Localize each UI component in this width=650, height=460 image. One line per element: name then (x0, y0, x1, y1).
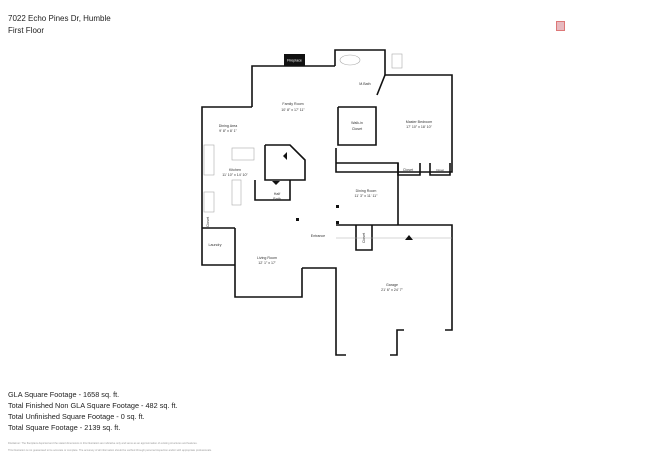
gla-footage: GLA Square Footage - 1658 sq. ft. (8, 390, 120, 399)
fireplace-label: Fireplace (287, 59, 302, 63)
master-bedroom-dim: 17' 10" x 18' 10" (406, 125, 432, 129)
master-bedroom-label: Master Bedroom (406, 120, 433, 124)
disclaimer-line: This illustration is not guaranteed to b… (8, 449, 212, 452)
fireplace (284, 54, 305, 66)
garage-label: Garage (386, 283, 398, 287)
closet-label: Closet (436, 168, 444, 172)
closet-label: Closet (403, 168, 413, 172)
half-bath-label: Half (274, 192, 280, 196)
entrance-label: Entrance (311, 234, 325, 238)
total-footage: Total Square Footage - 2139 sq. ft. (8, 423, 121, 432)
half-bath-label-2: Bath (273, 197, 280, 201)
dining-room-label: Dining Room (356, 189, 377, 193)
dining-area-label: Dining Area (219, 124, 238, 128)
closet-label: Closet (206, 217, 210, 227)
walls (201, 49, 453, 356)
dining-room-dim: 11' 3" x 11' 11" (355, 194, 379, 198)
unfinished-footage: Total Unfinished Square Footage - 0 sq. … (8, 412, 145, 421)
kitchen-dim: 11' 10" x 14' 10" (222, 173, 248, 177)
disclaimer-line: Disclaimer: The floorplans depicted and … (8, 442, 198, 445)
walk-in-closet-label: Walk-in (351, 121, 363, 125)
walk-in-closet-label-2: Closet (352, 127, 362, 131)
floor-title: First Floor (8, 26, 44, 35)
logo-icon (556, 21, 565, 31)
family-room-dim: 10' 8" x 17' 11" (281, 108, 305, 112)
non-gla-footage: Total Finished Non GLA Square Footage - … (8, 401, 178, 410)
square-footage-summary: GLA Square Footage - 1658 sq. ft. Total … (8, 389, 178, 433)
laundry-label: Laundry (209, 243, 222, 247)
kitchen-label: Kitchen (229, 168, 241, 172)
dining-area-dim: 9' 8" x 8' 1" (219, 129, 237, 133)
garage-dim: 21' 6" x 24' 7" (381, 288, 403, 292)
family-room-label: Family Room (282, 102, 303, 106)
stair-arrows (272, 152, 413, 240)
disclaimer: Disclaimer: The floorplans depicted and … (8, 440, 212, 454)
living-room-label: Living Room (257, 256, 277, 260)
m-bath-label: M.Bath (359, 82, 370, 86)
property-address: 7022 Echo Pines Dr, Humble (8, 14, 111, 23)
fixtures (203, 53, 452, 356)
closet-label: Closet (362, 233, 366, 243)
living-room-dim: 12' 1" x 17' (258, 261, 276, 265)
